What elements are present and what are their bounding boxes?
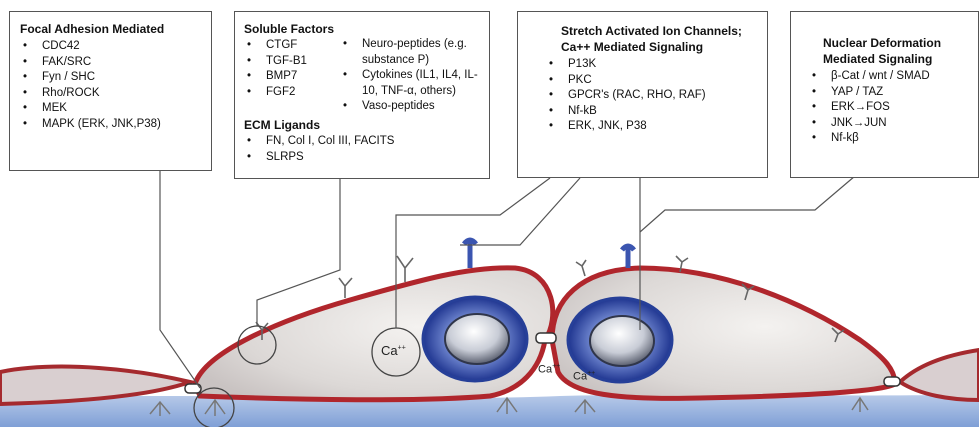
substrate <box>0 394 979 427</box>
stretch-title-line2: Ca++ Mediated Signaling <box>528 40 757 54</box>
nuclear-title-line1: Nuclear Deformation <box>823 36 970 50</box>
ecm-item: SLRPS <box>244 150 474 166</box>
soluble-item: BMP7 <box>244 69 344 85</box>
stretch-channels-box: Stretch Activated Ion Channels; Ca++ Med… <box>517 11 768 178</box>
focal-item: Rho/ROCK <box>20 86 201 102</box>
stretch-item: P13K <box>546 57 757 73</box>
soluble-factors-box: Soluble Factors CTGF TGF-B1 BMP7 FGF2 Ne… <box>234 11 490 179</box>
stretch-item: ERK, JNK, P38 <box>546 119 757 135</box>
focal-item: MAPK (ERK, JNK,P38) <box>20 117 201 133</box>
junction-center <box>536 333 556 343</box>
left-nucleolus <box>445 314 509 364</box>
soluble-factors-title: Soluble Factors <box>244 22 344 36</box>
focal-item: FAK/SRC <box>20 55 201 71</box>
stretch-item: Nf-kB <box>546 104 757 120</box>
junction-right <box>884 377 900 386</box>
neighbor-cell-right <box>900 350 979 400</box>
nuclear-item: ERK→FOS <box>809 100 970 116</box>
soluble-item: FGF2 <box>244 85 344 101</box>
nuclear-item: Nf-kβ <box>809 131 970 147</box>
stretch-item: PKC <box>546 73 757 89</box>
stretch-item: GPCR's (RAC, RHO, RAF) <box>546 88 757 104</box>
focal-adhesion-box: Focal Adhesion Mediated CDC42 FAK/SRC Fy… <box>9 11 212 171</box>
calcium-label-left: Ca++ <box>538 363 560 376</box>
soluble-item: TGF-B1 <box>244 54 344 70</box>
ecm-ligands-title: ECM Ligands <box>244 118 474 132</box>
right-nucleolus <box>590 316 654 366</box>
calcium-label-right: Ca++ <box>573 370 595 383</box>
cilium-left <box>464 240 476 268</box>
soluble-item: Vaso-peptides <box>340 99 485 115</box>
soluble-item: Neuro-peptides (e.g. substance P) <box>340 37 485 68</box>
nuclear-item: YAP / TAZ <box>809 85 970 101</box>
soluble-item: CTGF <box>244 38 344 54</box>
focal-adhesion-title: Focal Adhesion Mediated <box>20 22 201 36</box>
soluble-item: Cytokines (IL1, IL4, IL-10, TNF-α, other… <box>340 68 485 99</box>
calcium-label-large: Ca++ <box>381 343 406 358</box>
cilium-right <box>622 246 634 268</box>
focal-item: CDC42 <box>20 39 201 55</box>
nuclear-deformation-box: Nuclear Deformation Mediated Signaling β… <box>790 11 979 178</box>
ecm-item: FN, Col I, Col III, FACITS <box>244 134 474 150</box>
focal-item: MEK <box>20 101 201 117</box>
nuclear-item: JNK→JUN <box>809 116 970 132</box>
nuclear-title-line2: Mediated Signaling <box>823 52 970 66</box>
nuclear-item: β-Cat / wnt / SMAD <box>809 69 970 85</box>
stretch-title-line1: Stretch Activated Ion Channels; <box>528 24 757 38</box>
focal-item: Fyn / SHC <box>20 70 201 86</box>
